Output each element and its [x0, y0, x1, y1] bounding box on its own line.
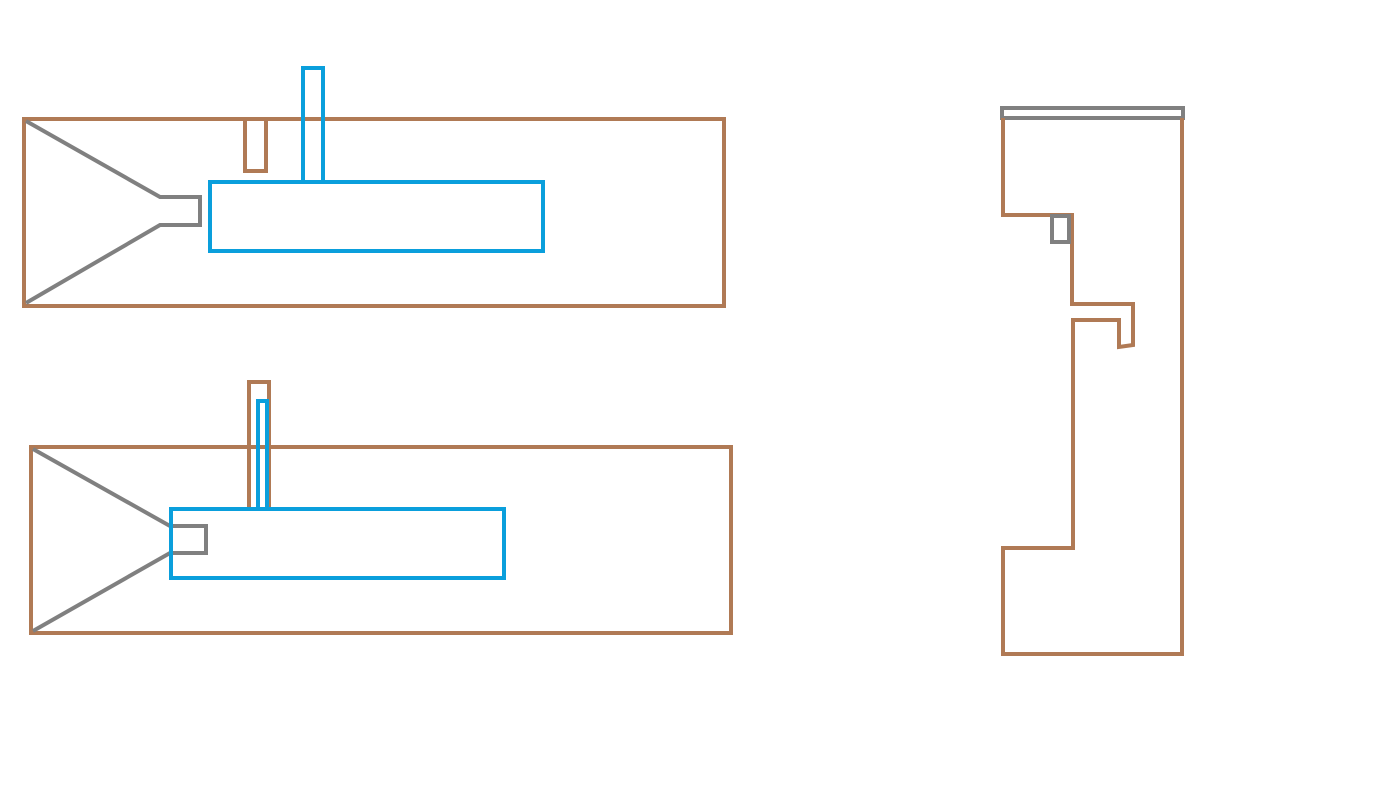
profile-top-strip	[1000, 106, 1185, 120]
profile-outline	[1001, 118, 1184, 656]
upper-housing-outline	[22, 117, 726, 308]
lower-inner-block	[169, 507, 506, 580]
upper-vertical-bar	[301, 66, 325, 184]
lower-plan-view	[29, 380, 733, 635]
lower-housing-outline	[29, 445, 733, 635]
lower-vertical-bar	[256, 399, 269, 511]
profile-small-square	[1050, 214, 1071, 244]
lower-funnel-shape	[32, 447, 208, 633]
upper-funnel-shape	[24, 119, 202, 305]
upper-inner-block	[208, 180, 545, 253]
side-profile-view	[1000, 106, 1185, 656]
upper-slot-tab	[243, 117, 268, 173]
upper-plan-view	[22, 66, 726, 308]
